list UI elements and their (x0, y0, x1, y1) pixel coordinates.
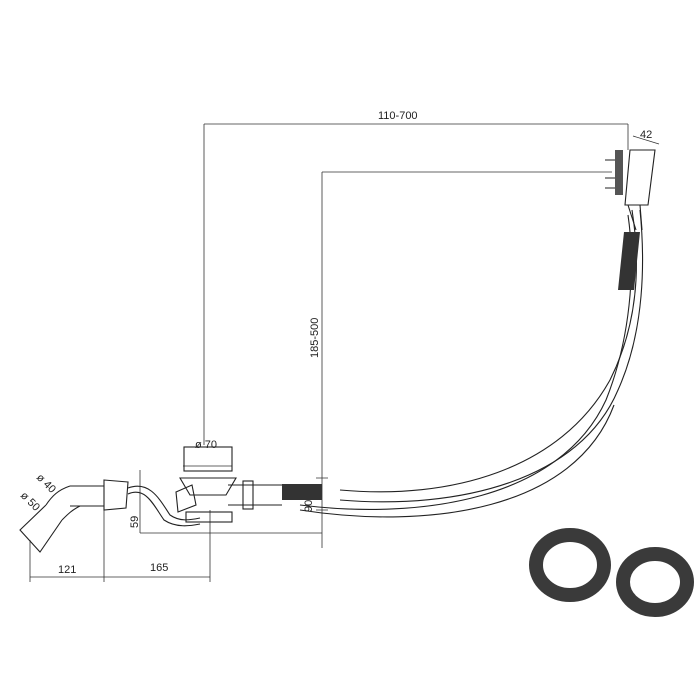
gasket-ring (529, 528, 611, 602)
overflow-head (605, 149, 656, 231)
dim-pipe-50: ø 50 (18, 490, 42, 514)
corrugated-section-icon (618, 232, 640, 290)
gasket-ring (616, 547, 694, 617)
gaskets (529, 528, 694, 617)
dim-pipe-40: ø 40 (34, 472, 58, 496)
dim-overflow-length: 110-700 (378, 110, 418, 122)
dim-trap-offset: 165 (150, 562, 168, 574)
overflow-hose (282, 209, 644, 518)
dim-trap-height: 90 (303, 500, 315, 512)
dimension-lines (29, 123, 660, 582)
waste-trap (19, 446, 282, 553)
corrugated-hose-section (282, 484, 322, 500)
dim-waste-diameter: ø 70 (195, 439, 217, 451)
dim-head-width: 42 (640, 129, 652, 141)
dim-outlet-length: 121 (58, 564, 76, 576)
dim-outlet-height: 59 (129, 516, 141, 528)
dim-overflow-height: 185-500 (309, 318, 321, 358)
